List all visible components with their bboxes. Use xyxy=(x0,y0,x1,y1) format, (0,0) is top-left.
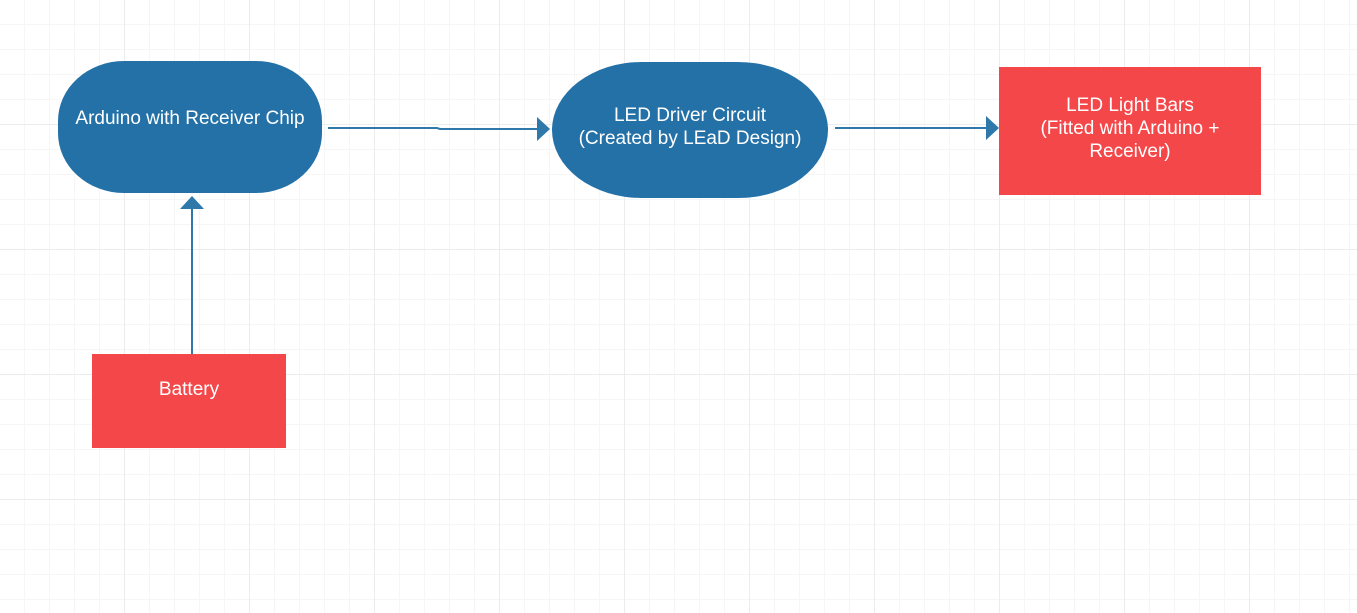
node-led-driver-circuit[interactable]: LED Driver Circuit (Created by LEaD Desi… xyxy=(552,62,828,198)
node-label: Battery xyxy=(158,378,220,400)
edge-driver-to-bars[interactable] xyxy=(835,116,999,140)
node-arduino-with-receiver-chip[interactable]: Arduino with Receiver Chip xyxy=(58,61,322,193)
arrowhead-icon xyxy=(986,116,999,140)
node-label: LED Light Bars (Fitted with Arduino + Re… xyxy=(1040,94,1220,162)
edge-battery-to-arduino[interactable] xyxy=(180,196,204,354)
edge-arduino-to-driver[interactable] xyxy=(328,117,550,141)
arrowhead-icon xyxy=(537,117,550,141)
node-label: LED Driver Circuit (Created by LEaD Desi… xyxy=(578,105,802,149)
node-led-light-bars[interactable]: LED Light Bars (Fitted with Arduino + Re… xyxy=(999,67,1261,195)
node-label: Arduino with Receiver Chip xyxy=(75,107,305,129)
node-battery[interactable]: Battery xyxy=(92,354,286,448)
arrowhead-icon xyxy=(180,196,204,209)
